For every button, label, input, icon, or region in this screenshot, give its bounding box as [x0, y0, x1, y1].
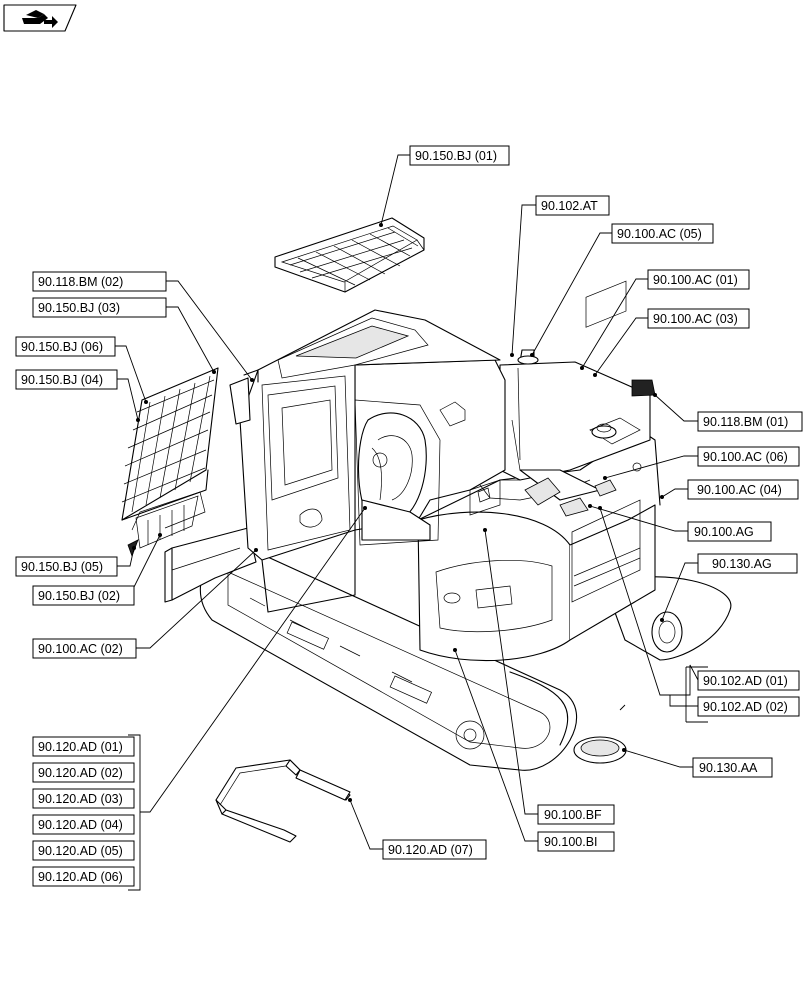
callout-text: 90.120.AD (01): [38, 740, 123, 754]
callout-90-120-ad-03[interactable]: 90.120.AD (03): [32, 788, 135, 809]
callout-90-150-bj-02[interactable]: 90.150.BJ (02): [32, 585, 135, 606]
callout-90-150-bj-03[interactable]: 90.150.BJ (03): [32, 297, 167, 318]
callout-text: 90.100.AC (04): [697, 483, 782, 497]
callout-text: 90.120.AD (02): [38, 766, 123, 780]
leader-lines: [115, 154, 708, 891]
callout-90-100-ac-02[interactable]: 90.100.AC (02): [32, 638, 137, 659]
callout-text: 90.120.AD (04): [38, 818, 123, 832]
callout-text: 90.130.AG: [712, 557, 772, 571]
callout-90-100-bi[interactable]: 90.100.BI: [537, 831, 615, 852]
callout-text: 90.118.BM (01): [703, 415, 788, 429]
callout-text: 90.100.AG: [694, 525, 754, 539]
callout-90-118-bm-01[interactable]: 90.118.BM (01): [697, 411, 803, 432]
callout-text: 90.102.AD (01): [703, 674, 788, 688]
callout-90-102-at[interactable]: 90.102.AT: [535, 195, 610, 216]
callout-text: 90.120.AD (05): [38, 844, 123, 858]
callout-text: 90.100.AC (06): [703, 450, 788, 464]
wire-frame-accessory: [215, 759, 351, 843]
callout-90-150-bj-01[interactable]: 90.150.BJ (01): [409, 145, 510, 166]
callout-90-150-bj-06[interactable]: 90.150.BJ (06): [15, 336, 116, 357]
operator-cab: [229, 309, 501, 613]
callout-text: 90.102.AT: [541, 199, 598, 213]
callout-text: 90.102.AD (02): [703, 700, 788, 714]
roof-grille-decal: [274, 217, 425, 293]
callout-text: 90.150.BJ (06): [21, 340, 103, 354]
callout-text: 90.120.AD (06): [38, 870, 123, 884]
callout-text: 90.100.BF: [544, 808, 602, 822]
callout-90-100-ag[interactable]: 90.100.AG: [687, 521, 772, 542]
callout-90-100-ac-01[interactable]: 90.100.AC (01): [647, 269, 750, 290]
callout-90-120-ad-04[interactable]: 90.120.AD (04): [32, 814, 135, 835]
callout-90-120-ad-01[interactable]: 90.120.AD (01): [32, 736, 135, 757]
callout-text: 90.100.AC (05): [617, 227, 702, 241]
callout-90-100-bf[interactable]: 90.100.BF: [537, 804, 615, 825]
book-arrow-icon[interactable]: [3, 4, 77, 32]
callout-90-120-ad-05[interactable]: 90.120.AD (05): [32, 840, 135, 861]
callout-text: 90.150.BJ (03): [38, 301, 120, 315]
callout-text: 90.150.BJ (02): [38, 589, 120, 603]
callout-90-102-ad-02[interactable]: 90.102.AD (02): [697, 696, 800, 717]
callout-90-100-ac-06[interactable]: 90.100.AC (06): [697, 446, 800, 467]
callout-90-118-bm-02[interactable]: 90.118.BM (02): [32, 271, 167, 292]
excavator-illustration: [121, 217, 732, 843]
callout-90-130-aa[interactable]: 90.130.AA: [692, 757, 773, 778]
callout-90-120-ad-02[interactable]: 90.120.AD (02): [32, 762, 135, 783]
callout-text: 90.100.AC (02): [38, 642, 123, 656]
callout-90-130-ag[interactable]: 90.130.AG: [697, 553, 798, 574]
callout-90-120-ad-06[interactable]: 90.120.AD (06): [32, 866, 135, 887]
callout-text: 90.150.BJ (04): [21, 373, 103, 387]
callout-90-100-ac-03[interactable]: 90.100.AC (03): [647, 308, 750, 329]
callout-90-100-ac-05[interactable]: 90.100.AC (05): [611, 223, 714, 244]
callout-text: 90.150.BJ (01): [415, 149, 497, 163]
callout-labels: 90.150.BJ (01) 90.102.AT 90.100.AC (05) …: [15, 145, 803, 887]
callout-text: 90.100.AC (03): [653, 312, 738, 326]
callout-text: 90.120.AD (03): [38, 792, 123, 806]
callout-90-100-ac-04[interactable]: 90.100.AC (04): [687, 479, 799, 500]
callout-90-150-bj-04[interactable]: 90.150.BJ (04): [15, 369, 118, 390]
callout-text: 90.100.BI: [544, 835, 598, 849]
callout-90-120-ad-07[interactable]: 90.120.AD (07): [382, 839, 487, 860]
callout-text: 90.100.AC (01): [653, 273, 738, 287]
callout-text: 90.130.AA: [699, 761, 758, 775]
dozer-blade: [164, 527, 257, 603]
callout-text: 90.118.BM (02): [38, 275, 123, 289]
round-decal: [573, 736, 627, 764]
side-grille-decal: [121, 367, 219, 558]
callout-90-102-ad-01[interactable]: 90.102.AD (01): [697, 670, 800, 691]
callout-90-150-bj-05[interactable]: 90.150.BJ (05): [15, 556, 118, 577]
callout-text: 90.150.BJ (05): [21, 560, 103, 574]
callout-text: 90.120.AD (07): [388, 843, 473, 857]
